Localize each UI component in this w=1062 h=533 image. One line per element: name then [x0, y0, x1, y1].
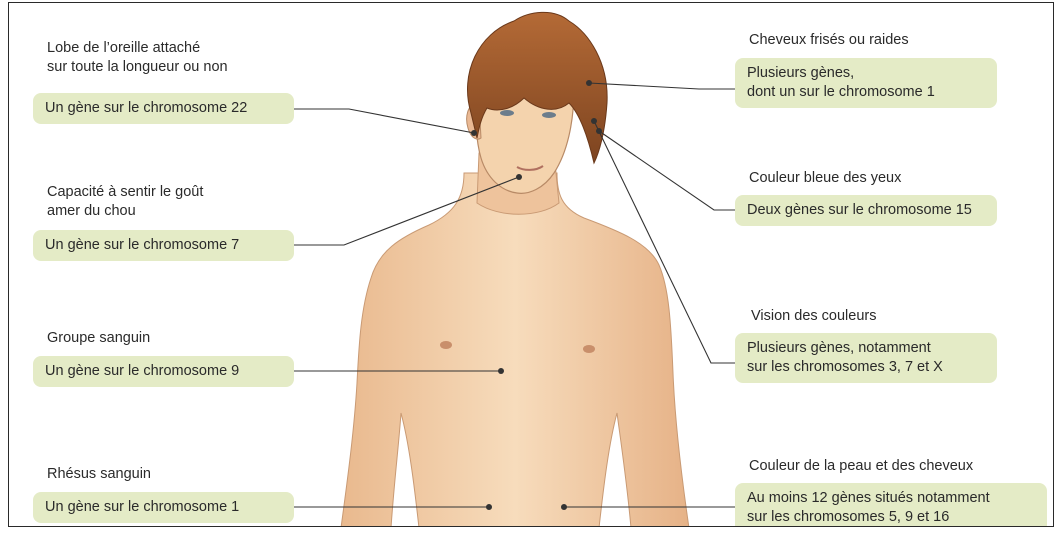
color-vision-gene-line1: Plusieurs gènes, notamment: [747, 339, 985, 358]
eye-color-gene-text: Deux gènes sur le chromosome 15: [747, 202, 972, 218]
hair-type-gene-line2: dont un sur le chromosome 1: [747, 83, 985, 102]
eye-color-title-text: Couleur bleue des yeux: [749, 170, 901, 186]
label-earlobe-title: Lobe de l’oreille attaché sur toute la l…: [47, 39, 228, 77]
earlobe-title-line2: sur toute la longueur ou non: [47, 58, 228, 77]
bitter-taste-gene-text: Un gène sur le chromosome 7: [45, 237, 239, 253]
label-hair-type-title: Cheveux frisés ou raides: [749, 31, 909, 50]
dot-eye: [596, 128, 602, 134]
left-nipple: [440, 341, 452, 349]
skin-hair-color-title-text: Couleur de la peau et des cheveux: [749, 458, 973, 474]
eye-color-gene-box: Deux gènes sur le chromosome 15: [735, 195, 997, 226]
dot-vision: [591, 118, 597, 124]
bitter-taste-title-line2: amer du chou: [47, 202, 203, 221]
blood-group-title-text: Groupe sanguin: [47, 330, 150, 346]
dot-chin: [516, 174, 522, 180]
connector-ear: [294, 109, 474, 133]
earlobe-gene-box: Un gène sur le chromosome 22: [33, 93, 294, 124]
skin-hair-color-gene-box: Au moins 12 gènes situés notamment sur l…: [735, 483, 1047, 527]
hair-type-gene-box: Plusieurs gènes, dont un sur le chromoso…: [735, 58, 997, 108]
right-nipple: [583, 345, 595, 353]
skin-hair-color-gene-line2: sur les chromosomes 5, 9 et 16: [747, 508, 1035, 527]
dot-chest: [498, 368, 504, 374]
color-vision-gene-line2: sur les chromosomes 3, 7 et X: [747, 358, 985, 377]
blood-group-gene-box: Un gène sur le chromosome 9: [33, 356, 294, 387]
rhesus-gene-box: Un gène sur le chromosome 1: [33, 492, 294, 523]
dot-skin: [561, 504, 567, 510]
bitter-taste-title-line1: Capacité à sentir le goût: [47, 183, 203, 202]
earlobe-title-line1: Lobe de l’oreille attaché: [47, 39, 228, 58]
rhesus-title-text: Rhésus sanguin: [47, 466, 151, 482]
connector-hair: [589, 83, 735, 89]
earlobe-gene-text: Un gène sur le chromosome 22: [45, 100, 247, 116]
label-blood-group-title: Groupe sanguin: [47, 329, 150, 348]
bitter-taste-gene-box: Un gène sur le chromosome 7: [33, 230, 294, 261]
connector-eye: [599, 131, 735, 210]
dot-belly: [486, 504, 492, 510]
label-color-vision-title: Vision des couleurs: [751, 307, 876, 326]
label-skin-hair-color-title: Couleur de la peau et des cheveux: [749, 457, 973, 476]
blood-group-gene-text: Un gène sur le chromosome 9: [45, 363, 239, 379]
right-eye: [542, 112, 556, 118]
rhesus-gene-text: Un gène sur le chromosome 1: [45, 499, 239, 515]
dot-hair: [586, 80, 592, 86]
color-vision-title-text: Vision des couleurs: [751, 308, 876, 324]
left-eye: [500, 110, 514, 116]
skin-hair-color-gene-line1: Au moins 12 gènes situés notamment: [747, 489, 1035, 508]
hair-type-title-text: Cheveux frisés ou raides: [749, 32, 909, 48]
label-rhesus-title: Rhésus sanguin: [47, 465, 151, 484]
hair-type-gene-line1: Plusieurs gènes,: [747, 64, 985, 83]
figure-frame: Lobe de l’oreille attaché sur toute la l…: [8, 2, 1054, 527]
label-bitter-taste-title: Capacité à sentir le goût amer du chou: [47, 183, 203, 221]
color-vision-gene-box: Plusieurs gènes, notamment sur les chrom…: [735, 333, 997, 383]
dot-ear: [471, 130, 477, 136]
label-eye-color-title: Couleur bleue des yeux: [749, 169, 901, 188]
